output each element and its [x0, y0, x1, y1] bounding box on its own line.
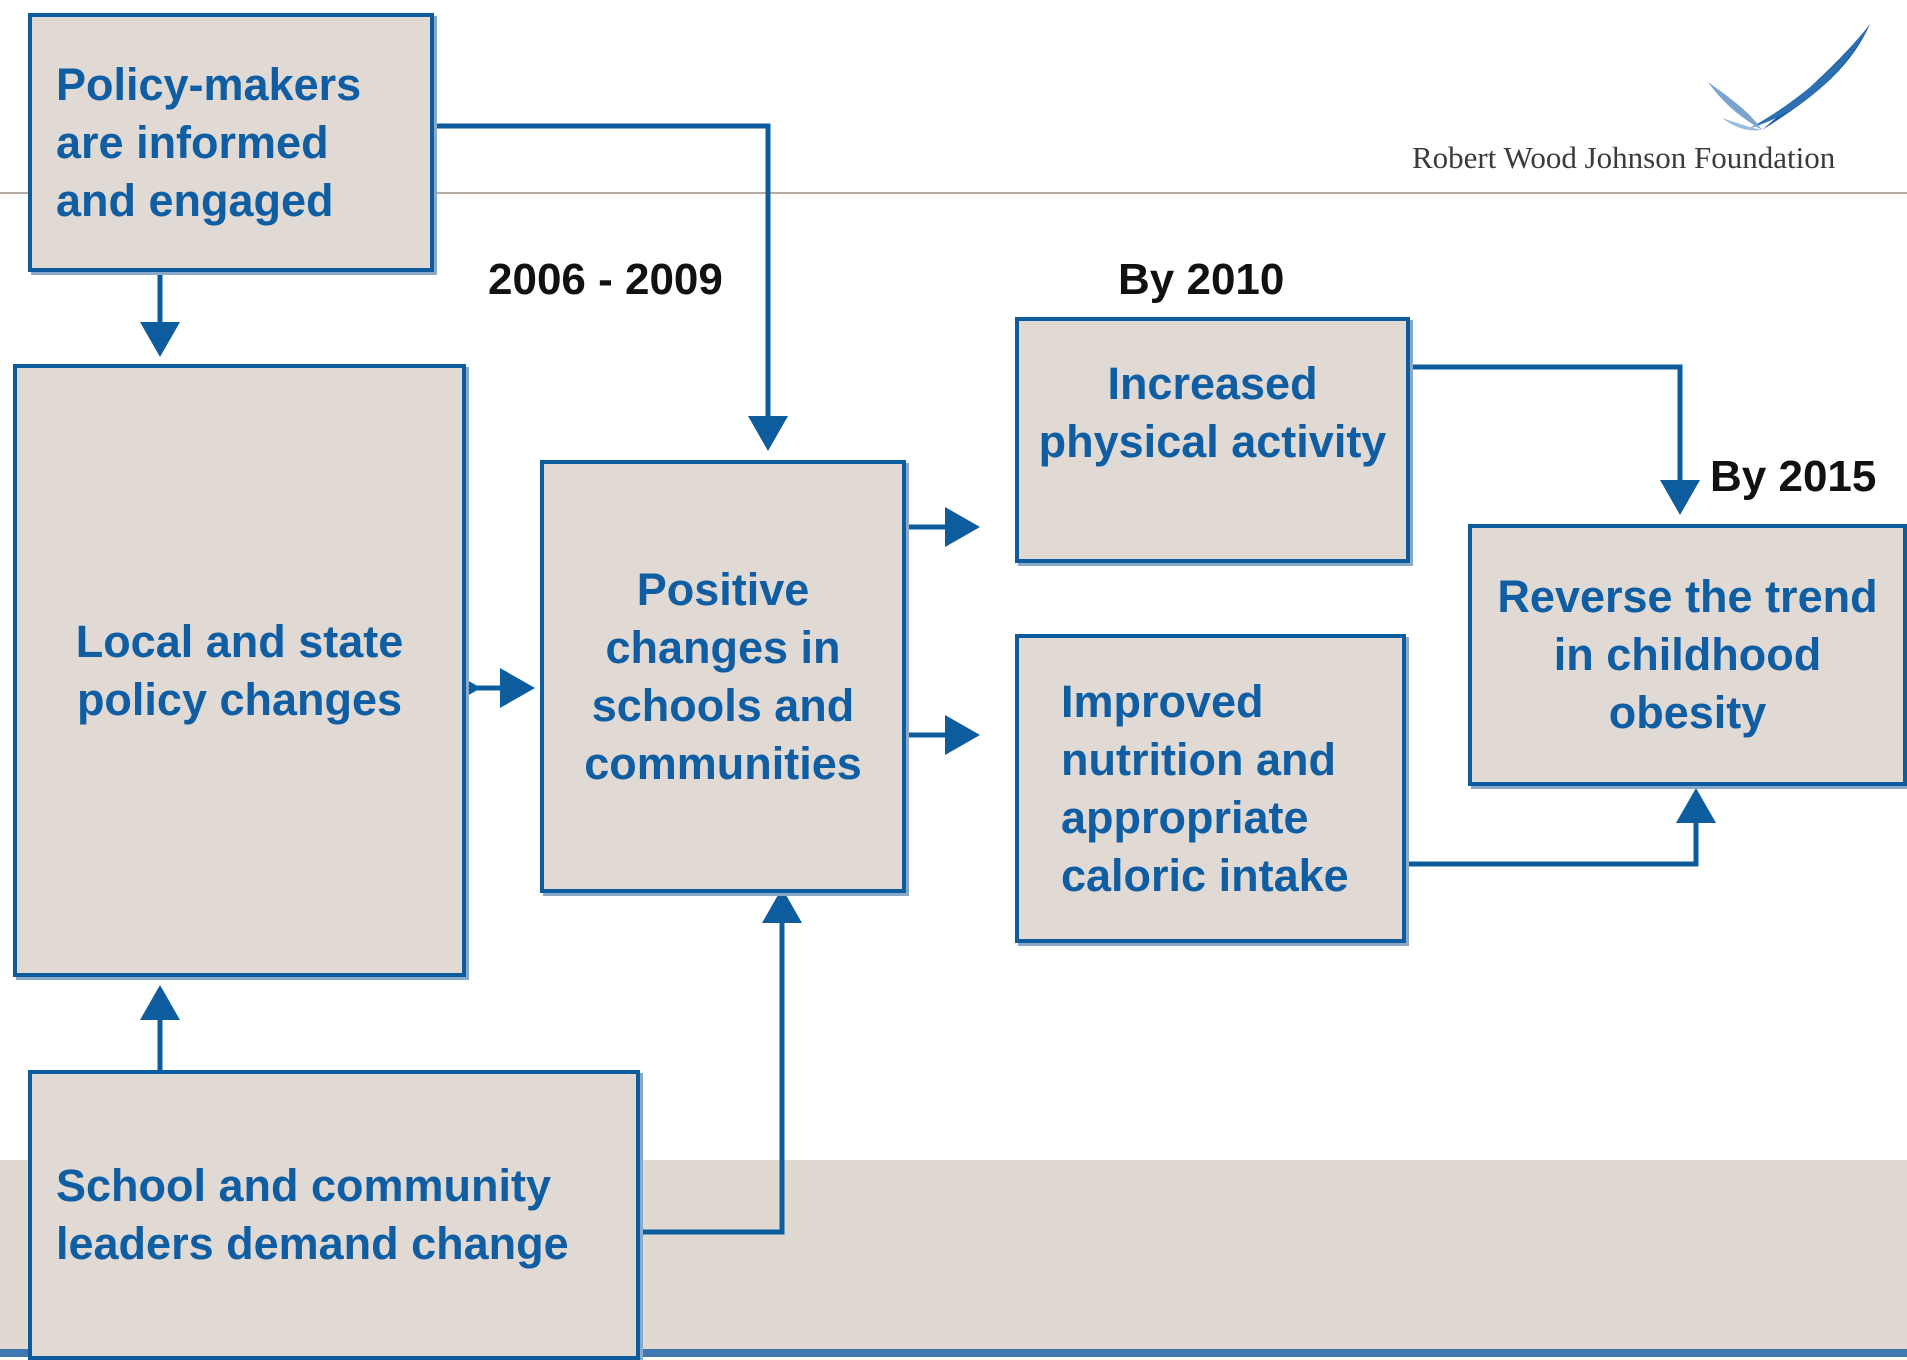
logo-text: Robert Wood Johnson Foundation [1412, 140, 1836, 175]
footer-line [0, 1349, 1907, 1357]
edge-nutrition-to-reverse-trend [1406, 788, 1716, 867]
edge-school-leaders-to-positive-changes [640, 888, 802, 1235]
node-label: Reverse the trend in childhood obesity [1497, 571, 1878, 738]
node-reverse-trend: Reverse the trend in childhood obesity [1468, 524, 1907, 786]
edge-physical-activity-to-reverse-trend [1410, 364, 1700, 515]
eagle-wing-icon [1708, 24, 1870, 131]
node-physical-activity: Increased physical activity [1015, 317, 1410, 563]
node-label: Local and state policy changes [75, 615, 404, 725]
period-label-by-2015: By 2015 [1710, 452, 1877, 501]
node-positive-changes: Positive changes in schools and communit… [540, 460, 906, 893]
node-label: Positive changes in schools and communit… [584, 563, 862, 789]
node-label: Policy-makers are informed and engaged [56, 58, 362, 226]
node-policy-makers: Policy-makers are informed and engaged [28, 13, 434, 272]
node-label: Improved nutrition and appropriate calor… [1061, 675, 1349, 901]
node-label: School and community leaders demand chan… [56, 1160, 569, 1269]
node-local-state-policy: Local and state policy changes [13, 364, 466, 977]
header-divider [0, 192, 1907, 194]
period-label-by-2010: By 2010 [1118, 255, 1285, 304]
period-label-2006-2009: 2006 - 2009 [488, 255, 723, 304]
node-nutrition: Improved nutrition and appropriate calor… [1015, 634, 1406, 943]
node-school-community-leaders: School and community leaders demand chan… [28, 1070, 640, 1360]
edge-policy-makers-to-positive-changes [434, 123, 788, 451]
node-label: Increased physical activity [1038, 358, 1387, 467]
